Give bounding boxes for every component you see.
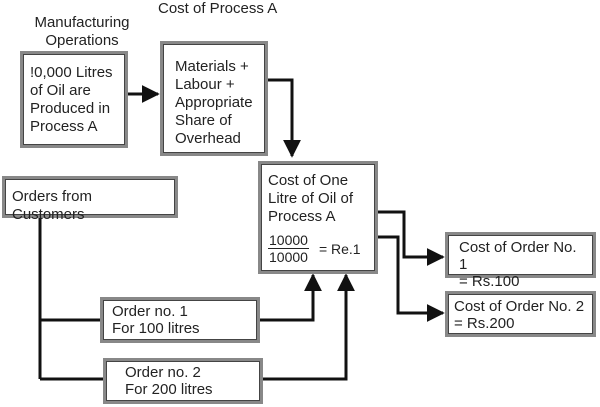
fraction-numerator: 10000: [268, 232, 309, 249]
cost-one-litre-formula: 10000 10000 = Re.1: [268, 232, 368, 265]
arrow-order1-to-cost: [260, 273, 322, 322]
fraction-denominator: 10000: [269, 249, 308, 265]
cost-order-1-box: Cost of Order No. 1 = Rs.100: [445, 232, 596, 290]
order-1-box: Order no. 1 For 100 litres: [100, 297, 260, 343]
arrow-cost-to-order-2: [378, 235, 445, 322]
manufacturing-operations-label: Manufacturing Operations: [34, 14, 130, 49]
cost-one-litre-inner: Cost of One Litre of Oil of Process A 10…: [261, 164, 375, 271]
cost-order-2-text: Cost of Order No. 2 = Rs.200: [448, 294, 593, 334]
oil-produced-box: !0,000 Litres of Oil are Produced in Pro…: [20, 51, 128, 148]
arrow-materials-to-cost: [268, 78, 301, 158]
fraction-result: = Re.1: [318, 240, 361, 257]
cost-one-litre-box: Cost of One Litre of Oil of Process A 10…: [258, 161, 378, 274]
arrow-order2-to-cost: [263, 273, 355, 381]
cost-one-litre-text: Cost of One Litre of Oil of Process A: [268, 172, 354, 225]
arrow-cost-to-order-1: [378, 210, 445, 266]
oil-produced-text: !0,000 Litres of Oil are Produced in Pro…: [23, 54, 125, 145]
materials-box: Materials + Labour + Appropriate Share o…: [160, 41, 268, 156]
orders-from-customers-text: Orders from Customers: [5, 179, 175, 223]
order-1-text: Order no. 1 For 100 litres: [103, 300, 257, 340]
cost-order-2-box: Cost of Order No. 2 = Rs.200: [445, 291, 596, 337]
cost-order-1-text: Cost of Order No. 1 = Rs.100: [448, 235, 593, 290]
order-2-box: Order no. 2 For 200 litres: [103, 358, 263, 404]
fraction: 10000 10000: [268, 232, 309, 265]
order-2-text: Order no. 2 For 200 litres: [106, 361, 260, 401]
orders-from-customers-box: Orders from Customers: [2, 176, 178, 223]
cost-of-process-a-label: Cost of Process A: [158, 0, 278, 17]
materials-text: Materials + Labour + Appropriate Share o…: [163, 44, 265, 153]
